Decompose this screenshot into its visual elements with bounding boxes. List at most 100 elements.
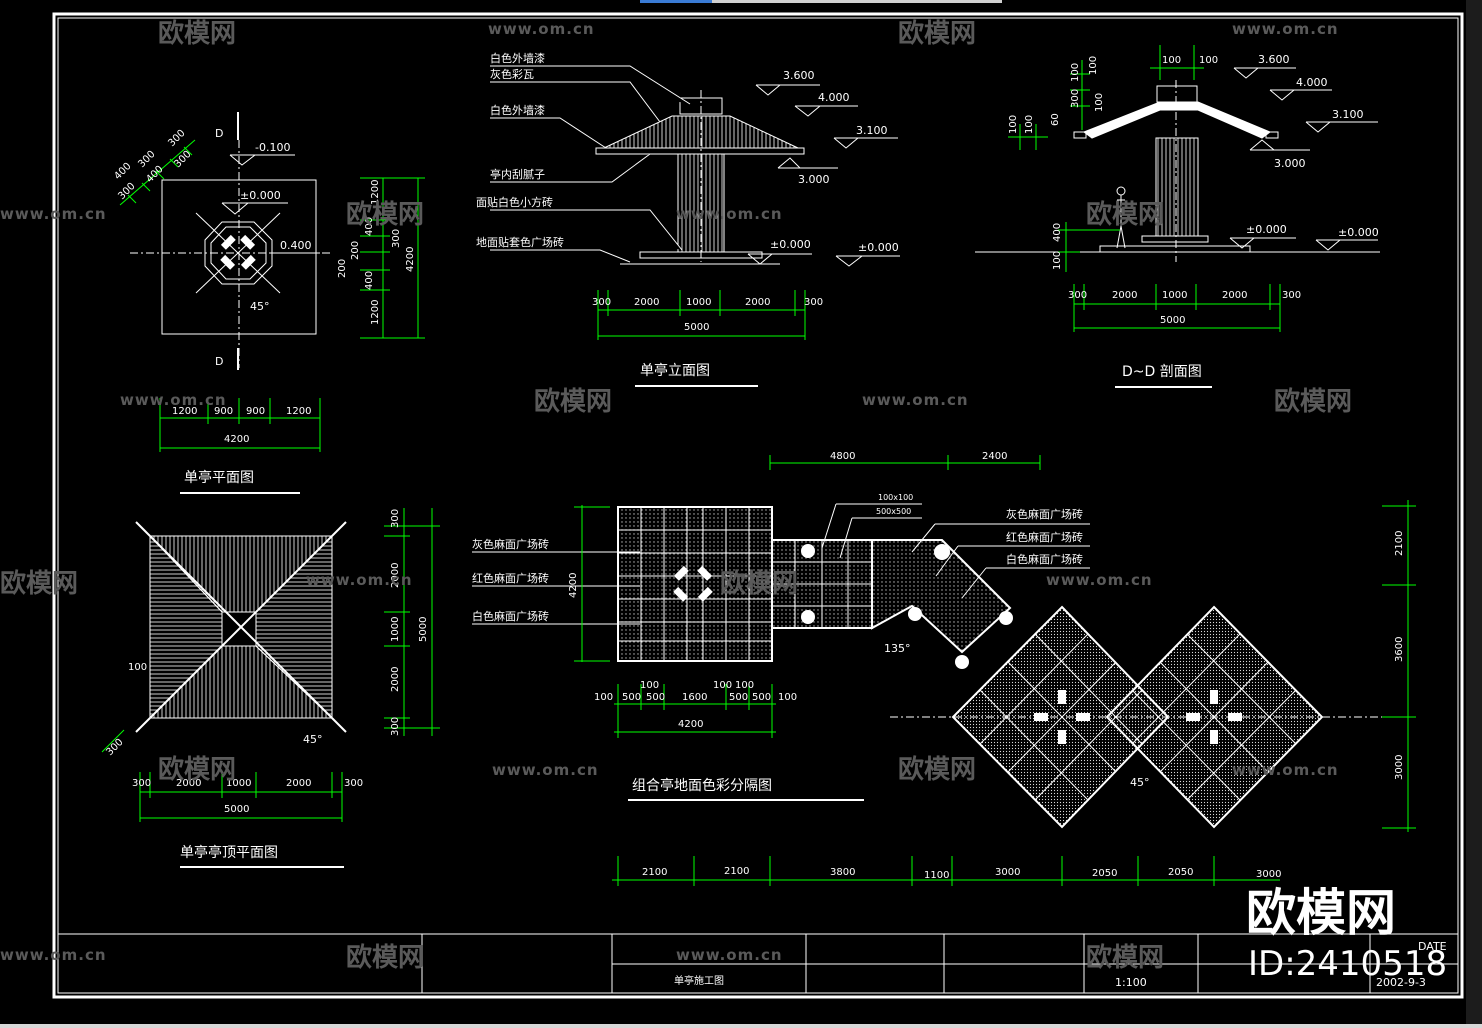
watermark-url: www.om.cn bbox=[676, 205, 783, 223]
material-label: 灰色麻面广场砖 bbox=[1006, 507, 1083, 521]
status-strip bbox=[0, 1024, 1482, 1028]
level: 3.000 bbox=[1274, 157, 1306, 170]
dim: 3600 bbox=[1394, 637, 1405, 662]
watermark-logo: 欧模网 bbox=[1246, 884, 1396, 942]
date-label: DATE bbox=[1418, 940, 1447, 953]
watermark-brand: 欧模网 bbox=[898, 754, 976, 785]
watermark-url: www.om.cn bbox=[120, 391, 227, 409]
dim: 300 bbox=[344, 778, 363, 789]
watermark-brand: 欧模网 bbox=[898, 18, 976, 49]
watermark-brand: 欧模网 bbox=[158, 18, 236, 49]
bottom-dim: 1200 bbox=[286, 406, 311, 417]
total: 4200 bbox=[678, 719, 703, 730]
level: ±0.000 bbox=[1338, 226, 1379, 239]
material-label: 红色麻面广场砖 bbox=[1006, 530, 1083, 544]
dim: 300 bbox=[804, 297, 823, 308]
level: ±0.000 bbox=[770, 238, 811, 251]
level: 3.000 bbox=[798, 173, 830, 186]
elevation-label: 白色外墙漆 bbox=[490, 51, 545, 65]
watermark-url: www.om.cn bbox=[676, 946, 783, 964]
tab-indicator bbox=[640, 0, 712, 3]
dim: 1000 bbox=[226, 778, 251, 789]
elevation-label: 灰色彩瓦 bbox=[490, 67, 534, 81]
section-mark-top: D bbox=[215, 127, 223, 140]
watermark-url: www.om.cn bbox=[862, 391, 969, 409]
watermark-brand: 欧模网 bbox=[720, 568, 798, 599]
tile-label: 500x500 bbox=[876, 507, 911, 516]
total: 5000 bbox=[418, 617, 429, 642]
dim: 2100 bbox=[724, 866, 749, 877]
dim: 400 bbox=[1052, 223, 1063, 242]
dim: 500 bbox=[752, 692, 771, 703]
dim: 1000 bbox=[686, 297, 711, 308]
elevation-label: 地面贴套色广场砖 bbox=[476, 235, 564, 249]
elevation-label: 白色外墙漆 bbox=[490, 103, 545, 117]
right-dim: 300 bbox=[391, 229, 402, 248]
elevation-label: 亭内刮腻子 bbox=[490, 167, 545, 181]
dim: 300 bbox=[132, 778, 151, 789]
dim: 100 bbox=[1162, 55, 1181, 66]
bottom-dim: 900 bbox=[246, 406, 265, 417]
outer-frame bbox=[52, 12, 1464, 999]
angle-label: 45° bbox=[250, 300, 270, 313]
dim: 2000 bbox=[1112, 290, 1137, 301]
dim: 2400 bbox=[982, 451, 1007, 462]
watermarks: 欧模网 欧模网 欧模网 欧模网 欧模网 欧模网 欧模网 欧模网 欧模网 欧模网 … bbox=[0, 18, 1447, 984]
dim: 100 bbox=[1052, 251, 1063, 270]
dim: 4200 bbox=[568, 573, 579, 598]
watermark-url: www.om.cn bbox=[1046, 571, 1153, 589]
dim: 1600 bbox=[682, 692, 707, 703]
dim: 100 bbox=[594, 692, 613, 703]
material-label: 灰色麻面广场砖 bbox=[472, 537, 549, 551]
diag-dim: 300 bbox=[116, 181, 137, 202]
dim: 100 bbox=[1070, 63, 1081, 82]
right-dim: 1200 bbox=[370, 180, 381, 205]
watermark-url: www.om.cn bbox=[488, 20, 595, 38]
total: 5000 bbox=[1160, 315, 1185, 326]
dim: 2000 bbox=[745, 297, 770, 308]
dim: 2000 bbox=[634, 297, 659, 308]
watermark-brand: 欧模网 bbox=[158, 754, 236, 785]
dim: 3000 bbox=[1256, 869, 1281, 880]
dim: 100 bbox=[1024, 115, 1035, 134]
diag-dim: 300 bbox=[166, 128, 187, 149]
vertical-scrollbar[interactable] bbox=[1466, 0, 1482, 1028]
drawing-name: 单亭施工图 bbox=[674, 974, 724, 987]
angle-label: 135° bbox=[884, 642, 911, 655]
right-total: 4200 bbox=[405, 247, 416, 272]
elevation-view: 白色外墙漆 灰色彩瓦 白色外墙漆 亭内刮腻子 面贴白色小方砖 地面贴套色广场砖 … bbox=[476, 51, 900, 387]
dim: 2000 bbox=[176, 778, 201, 789]
angle-label: 45° bbox=[1130, 776, 1150, 789]
dim: 60 bbox=[1050, 113, 1061, 126]
dim: 3000 bbox=[1394, 755, 1405, 780]
dim: 100 bbox=[1094, 93, 1105, 112]
dim: 1000 bbox=[390, 617, 401, 642]
plan-view-title: 单亭平面图 bbox=[184, 469, 254, 486]
watermark-brand: 欧模网 bbox=[534, 386, 612, 417]
watermark-brand: 欧模网 bbox=[346, 199, 424, 230]
dim: 500 bbox=[622, 692, 641, 703]
level: ±0.000 bbox=[1246, 223, 1287, 236]
diag-dim: 300 bbox=[172, 149, 193, 170]
watermark-url: www.om.cn bbox=[306, 571, 413, 589]
scale: 1:100 bbox=[1115, 976, 1147, 989]
roof-plan: 45° 100 300 300 2000 1000 2000 300 5000 bbox=[101, 508, 440, 868]
dim: 300 bbox=[1282, 290, 1301, 301]
material-label: 白色麻面广场砖 bbox=[1006, 552, 1083, 566]
level: 3.600 bbox=[783, 69, 815, 82]
tile-label: 100x100 bbox=[878, 493, 913, 502]
horizontal-scrollbar[interactable] bbox=[712, 0, 1002, 3]
dim: 1100 bbox=[924, 870, 949, 881]
dim: 100 bbox=[778, 692, 797, 703]
dim: 500 bbox=[646, 692, 665, 703]
watermark-url: www.om.cn bbox=[0, 946, 107, 964]
dim: 300 bbox=[1068, 290, 1087, 301]
section-view: 100 100 100 100 300 100 100 60 100 3.600… bbox=[975, 45, 1380, 388]
dim: 1000 bbox=[1162, 290, 1187, 301]
watermark-url: www.om.cn bbox=[1232, 761, 1339, 779]
dim: 300 bbox=[1070, 89, 1081, 108]
bottom-dim: 1200 bbox=[172, 406, 197, 417]
dim: 100 bbox=[1199, 55, 1218, 66]
dim: 100 bbox=[1008, 115, 1019, 134]
